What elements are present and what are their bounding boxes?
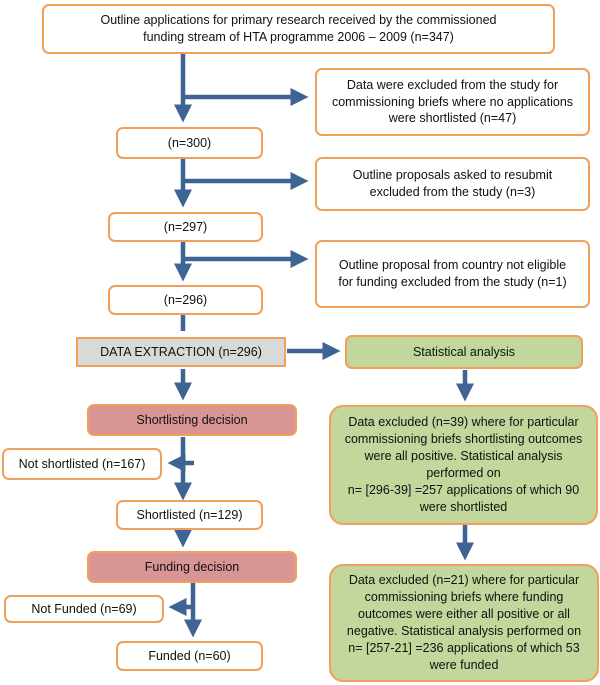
excluded-21-box: Data excluded (n=21) where for particula… <box>329 564 599 682</box>
funding-decision-box: Funding decision <box>87 551 297 583</box>
not-shortlisted-box: Not shortlisted (n=167) <box>2 448 162 480</box>
excluded-39-box: Data excluded (n=39) where for particula… <box>329 405 598 525</box>
statistical-analysis-box: Statistical analysis <box>345 335 583 369</box>
n297-box: (n=297) <box>108 212 263 242</box>
funded-box: Funded (n=60) <box>116 641 263 671</box>
outline-applications-box: Outline applications for primary researc… <box>42 4 555 54</box>
excluded-resubmit-box: Outline proposals asked to resubmit excl… <box>315 157 590 211</box>
data-extraction-box: DATA EXTRACTION (n=296) <box>76 337 286 367</box>
excluded-country-box: Outline proposal from country not eligib… <box>315 240 590 308</box>
n296-box: (n=296) <box>108 285 263 315</box>
shortlisted-box: Shortlisted (n=129) <box>116 500 263 530</box>
excluded-no-shortlist-box: Data were excluded from the study for co… <box>315 68 590 136</box>
not-funded-box: Not Funded (n=69) <box>4 595 164 623</box>
shortlisting-decision-box: Shortlisting decision <box>87 404 297 436</box>
n300-box: (n=300) <box>116 127 263 159</box>
